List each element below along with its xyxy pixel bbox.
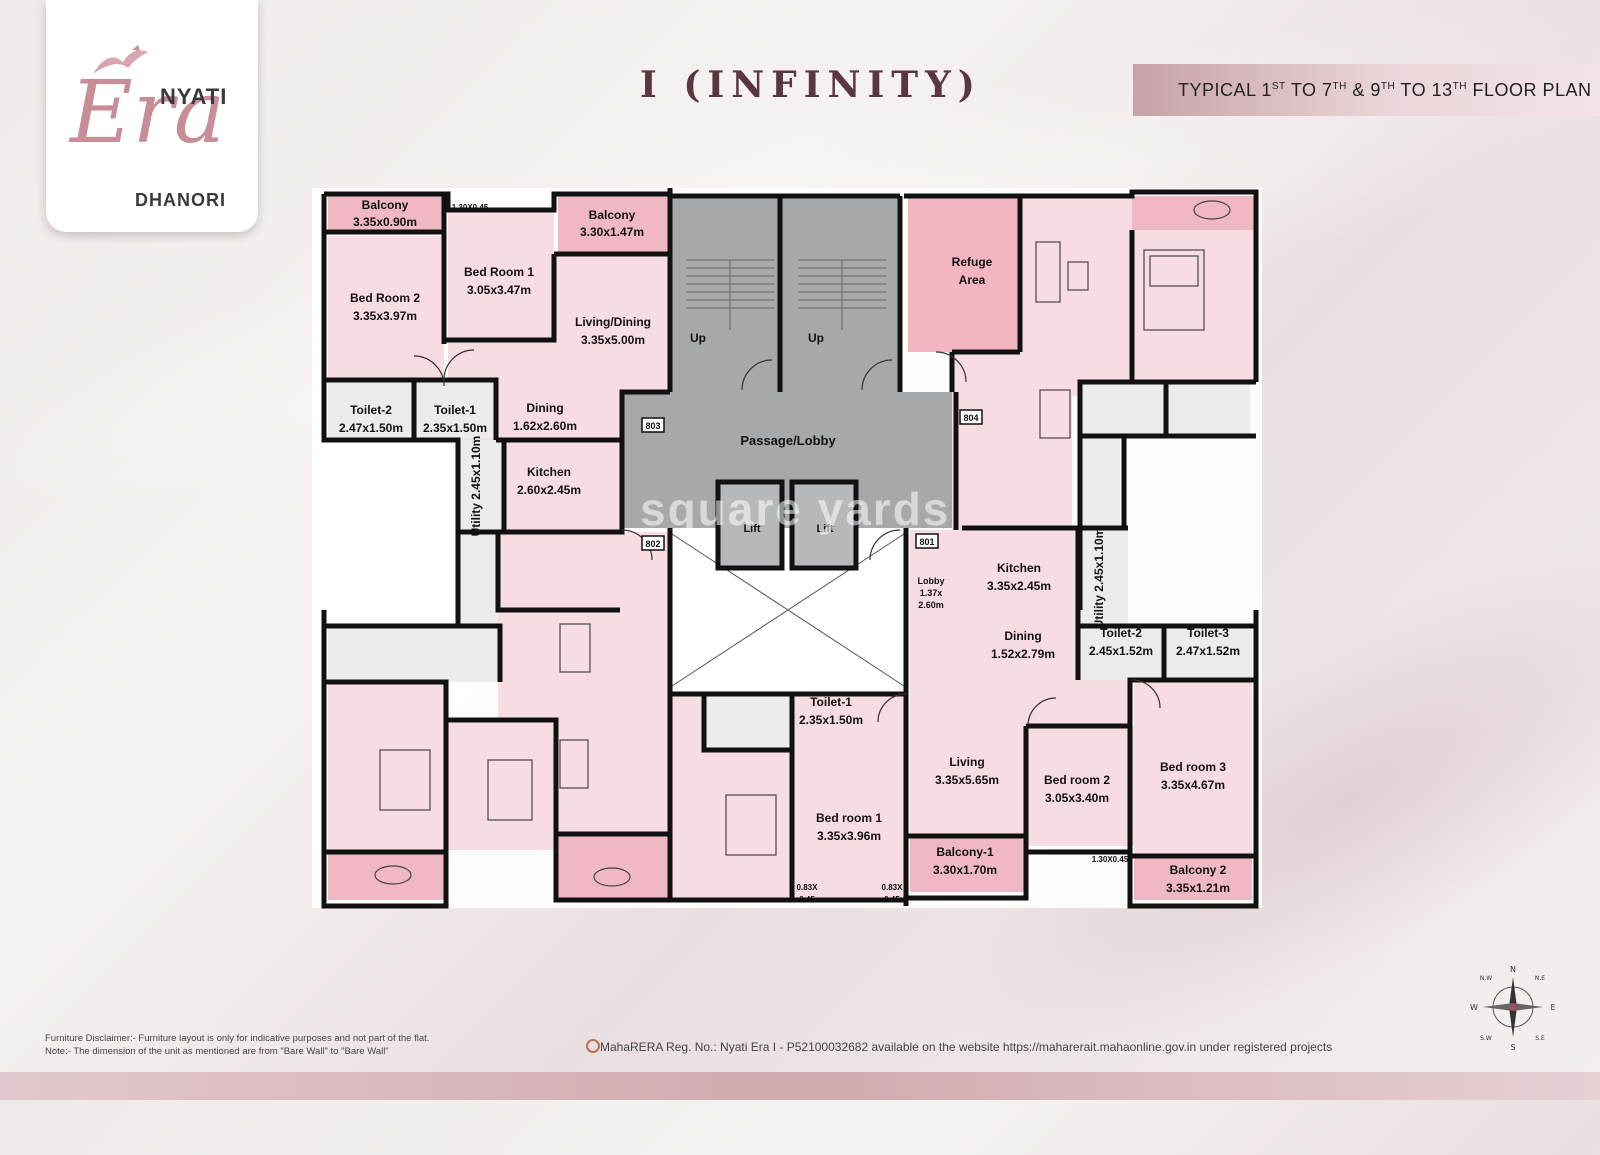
disclaimer: Furniture Disclaimer:- Furniture layout …	[45, 1032, 429, 1058]
balcony-tl-name: Balcony	[362, 198, 409, 212]
toilet1-tl-name: Toilet-1	[434, 403, 476, 417]
lift-1: Lift	[743, 523, 760, 535]
unit-801: 801	[919, 537, 934, 547]
toilet3-r-size: 2.47x1.52m	[1176, 644, 1240, 658]
lift-shaft	[671, 479, 905, 687]
lobby-line2: 1.37x	[920, 588, 943, 598]
living-tl-size: 3.35x5.00m	[581, 333, 645, 347]
kitchen-tl-size: 2.60x2.45m	[517, 483, 581, 497]
kitchen-r-name: Kitchen	[997, 561, 1041, 575]
balcony-tc-size: 3.30x1.47m	[580, 225, 644, 239]
logo-location: DHANORI	[135, 190, 226, 210]
lobby-line1: Lobby	[918, 576, 945, 586]
bedroom2-r-size: 3.05x3.40m	[1045, 791, 1109, 805]
page-title: I (INFINITY)	[640, 64, 982, 106]
furniture	[374, 200, 1231, 887]
disclaimer-dimension: Note:- The dimension of the unit as ment…	[45, 1046, 389, 1057]
logo-era: Era	[70, 63, 226, 163]
floor-plan-banner	[1133, 64, 1600, 116]
balcony1-b-size: 3.30x1.70m	[933, 863, 997, 877]
footer-band	[0, 1072, 1600, 1100]
lift-2: Lift	[816, 523, 833, 535]
living-r-size: 3.35x5.65m	[935, 773, 999, 787]
window-small-2b: 0.45	[884, 895, 900, 904]
living-r-name: Living	[949, 755, 984, 769]
unit-803: 803	[645, 421, 660, 431]
bird-logo-icon	[93, 45, 148, 74]
window-small-1a: 0.83X	[797, 883, 819, 892]
toilet3-r-name: Toilet-3	[1187, 626, 1229, 640]
logo-brand: NYATI	[160, 84, 228, 109]
toilet1-b-size: 2.35x1.50m	[799, 713, 863, 727]
staircase-right	[798, 259, 886, 330]
stair-up-left: Up	[690, 331, 706, 345]
refuge-area-line1: Refuge	[952, 255, 993, 269]
window-br: 1.30X0.45	[1092, 855, 1129, 864]
dining-r-name: Dining	[1004, 629, 1041, 643]
balcony-tc-name: Balcony	[589, 208, 636, 222]
floor-plan: 803 804 802 801 Balcony 3.35x0.90m 1.30X…	[321, 188, 1259, 909]
svg-text:N.E: N.E	[1535, 975, 1545, 982]
toilet1-b-name: Toilet-1	[810, 695, 852, 709]
bedroom1-b-name: Bed room 1	[816, 811, 882, 825]
walls	[321, 188, 1259, 909]
balcony-tl-size: 3.35x0.90m	[353, 215, 417, 229]
unit-tags	[641, 409, 983, 551]
utility-r: Utility 2.45x1.10m	[1092, 528, 1106, 629]
toilet2-r-name: Toilet-2	[1100, 626, 1142, 640]
kitchen-tl-name: Kitchen	[527, 465, 571, 479]
disclaimer-furniture: Furniture Disclaimer:- Furniture layout …	[45, 1033, 430, 1044]
toilet2-r-size: 2.45x1.52m	[1089, 644, 1153, 658]
bedroom3-r-size: 3.35x4.67m	[1161, 778, 1225, 792]
passage-lobby: Passage/Lobby	[740, 433, 836, 448]
toilet2-tl-name: Toilet-2	[350, 403, 392, 417]
bed2-name: Bed Room 2	[350, 291, 420, 305]
balcony2-b-size: 3.35x1.21m	[1166, 881, 1230, 895]
balcony2-b-name: Balcony 2	[1170, 863, 1227, 877]
compass-icon: N E S W N.E S.E S.W N.W	[1470, 965, 1555, 1052]
bedroom1-b-size: 3.35x3.96m	[817, 829, 881, 843]
staircase-left	[686, 259, 774, 330]
bedroom3-r-name: Bed room 3	[1160, 760, 1226, 774]
bed2-size: 3.35x3.97m	[353, 309, 417, 323]
svg-text:S.W: S.W	[1480, 1035, 1492, 1042]
dining-tl-name: Dining	[526, 401, 563, 415]
living-tl-name: Living/Dining	[575, 315, 651, 329]
window-small-2a: 0.83X	[882, 883, 904, 892]
unit-804: 804	[963, 413, 978, 423]
unit-802: 802	[645, 539, 660, 549]
svg-text:S.E: S.E	[1535, 1035, 1545, 1042]
window-small-1b: 0.45	[799, 895, 815, 904]
toilet1-tl-size: 2.35x1.50m	[423, 421, 487, 435]
kitchen-r-size: 3.35x2.45m	[987, 579, 1051, 593]
bedroom2-r-name: Bed room 2	[1044, 773, 1110, 787]
logo-card	[46, 0, 258, 232]
floor-plan-caption: TYPICAL 1ST TO 7TH & 9TH TO 13TH FLOOR P…	[1178, 80, 1592, 100]
stair-up-right: Up	[808, 331, 824, 345]
svg-text:N: N	[1510, 965, 1516, 974]
toilet2-tl-size: 2.47x1.50m	[339, 421, 403, 435]
dining-tl-size: 1.62x2.60m	[513, 419, 577, 433]
bed1-name: Bed Room 1	[464, 265, 534, 279]
svg-text:N.W: N.W	[1480, 975, 1492, 982]
svg-text:W: W	[1470, 1003, 1478, 1012]
svg-text:S: S	[1510, 1043, 1515, 1052]
rera-registration: MahaRERA Reg. No.: Nyati Era I - P521000…	[600, 1040, 1333, 1054]
watermark: square yards	[640, 483, 951, 535]
dining-r-size: 1.52x2.79m	[991, 647, 1055, 661]
refuge-area-line2: Area	[959, 273, 986, 287]
window-tl: 1.30X0.45	[452, 203, 489, 212]
room-fills	[328, 196, 1254, 900]
balcony1-b-name: Balcony-1	[936, 845, 994, 859]
utility-tl: Utility 2.45x1.10m	[469, 436, 483, 537]
svg-text:E: E	[1550, 1003, 1555, 1012]
rera-logo-icon	[586, 1039, 600, 1053]
lobby-line3: 2.60m	[918, 600, 944, 610]
bed1-size: 3.05x3.47m	[467, 283, 531, 297]
